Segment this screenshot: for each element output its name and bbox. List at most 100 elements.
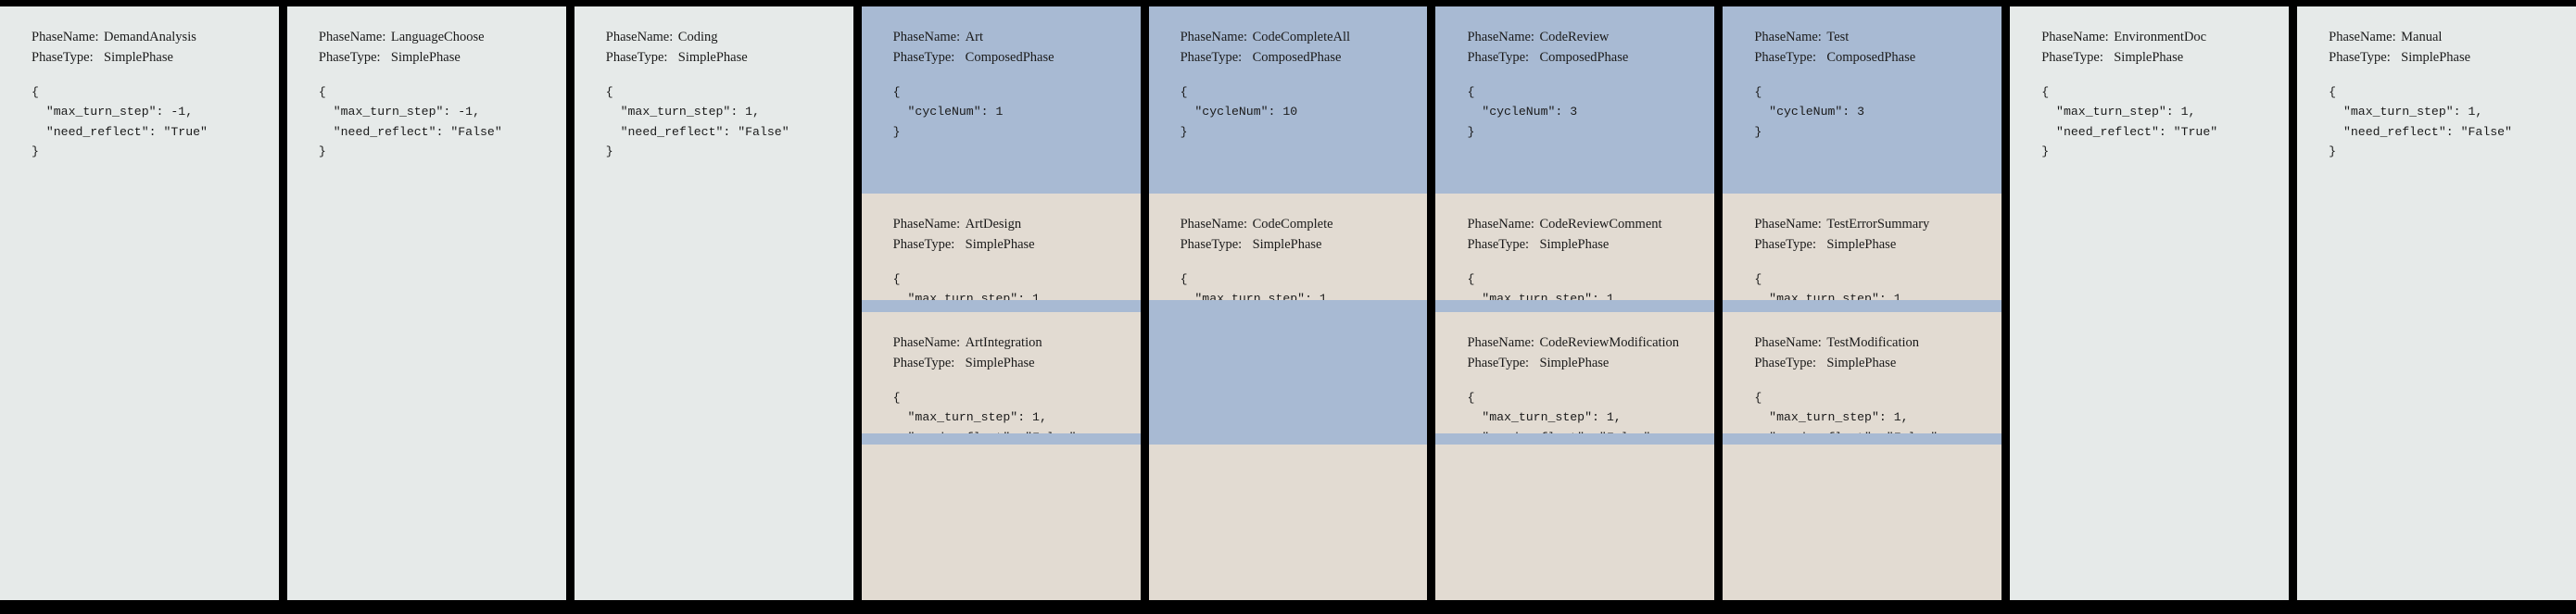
phase-type-row: PhaseType: ComposedPhase xyxy=(1754,47,2001,68)
phase-type-label: PhaseType: xyxy=(1754,50,1816,66)
phase-name-value: Test xyxy=(1826,30,1850,44)
phase-name-label: PhaseName: xyxy=(318,30,386,44)
phase-config-json: { "max_turn_step": 1, "need_reflect": "F… xyxy=(605,84,789,159)
phase-card xyxy=(1149,312,1428,332)
phase-config-json: { "max_turn_step": 1, "need_reflect": "F… xyxy=(1180,271,1334,300)
phase-config-json: { "max_turn_step": 1, "need_reflect": "F… xyxy=(1754,390,1938,433)
phase-type-value: ComposedPhase xyxy=(965,50,1054,66)
phase-type-value: SimplePhase xyxy=(390,50,461,66)
phase-name-row: PhaseName:Coding xyxy=(606,27,853,47)
phase-type-row: PhaseType:SimplePhase xyxy=(1467,234,1714,255)
phase-name-row: PhaseName:CodeReviewComment xyxy=(1467,214,1714,234)
phase-name-label: PhaseName: xyxy=(1467,335,1534,350)
phase-name-value: Manual xyxy=(2401,30,2443,44)
phase-name-row: PhaseName: Test xyxy=(1754,27,2001,47)
phase-name-value: Coding xyxy=(677,30,718,44)
phase-config-json: { "max_turn_step": 1, "need_reflect": "F… xyxy=(1467,271,1622,300)
phase-type-row: PhaseType: SimplePhase xyxy=(1754,353,2001,373)
phase-name-value: LanguageChoose xyxy=(390,30,485,44)
phase-type-row: PhaseType:SimplePhase xyxy=(2041,47,2289,68)
phase-type-value: SimplePhase xyxy=(1539,356,1610,371)
phase-name-value: TestErrorSummary xyxy=(1826,217,1930,232)
phase-config-json: { "cycleNum": 3 } xyxy=(1754,84,1865,139)
cycle-separator-strip xyxy=(1148,433,1428,445)
phase-type-row: PhaseType:SimplePhase xyxy=(893,353,1141,373)
phase-name-value: EnvironmentDoc xyxy=(2114,30,2207,44)
phase-name-row: PhaseName:EnvironmentDoc xyxy=(2041,27,2289,47)
sub-phase-continuation xyxy=(1723,445,2002,600)
phase-type-label: PhaseType: xyxy=(32,50,94,66)
cycle-separator-strip xyxy=(1148,300,1428,312)
phase-name-label: PhaseName: xyxy=(32,30,99,44)
phase-name-row: PhaseName:TestModification xyxy=(1754,332,2001,353)
phase-type-label: PhaseType: xyxy=(1754,356,1816,371)
phase-name-row: PhaseName: TestErrorSummary xyxy=(1754,214,2001,234)
sub-phase-continuation xyxy=(1148,445,1428,600)
phase-type-value: SimplePhase xyxy=(2401,50,2471,66)
phase-type-value: SimplePhase xyxy=(965,237,1035,253)
phase-type-value: SimplePhase xyxy=(1826,356,1897,371)
composed-phase-gap xyxy=(1148,312,1428,433)
phase-type-label: PhaseType: xyxy=(892,237,955,253)
phase-config-json: { "max_turn_step": 1, "need_reflect": "F… xyxy=(1754,271,1909,300)
cycle-separator-strip xyxy=(861,300,1141,312)
phase-config-json: { "cycleNum": 3 } xyxy=(1467,84,1578,139)
bottom-divider xyxy=(0,600,2576,614)
phase-type-row: PhaseType:ComposedPhase xyxy=(893,47,1141,68)
phase-config-json: { "max_turn_step": 1, "need_reflect": "T… xyxy=(2041,84,2218,159)
phase-type-value: ComposedPhase xyxy=(1826,50,1916,66)
phase-type-row: PhaseType:SimplePhase xyxy=(32,47,279,68)
phase-name-label: PhaseName: xyxy=(1180,30,1248,44)
phase-name-value: CodeReview xyxy=(1539,30,1610,44)
phase-name-label: PhaseName: xyxy=(1754,30,1822,44)
phase-type-label: PhaseType: xyxy=(1180,237,1243,253)
phase-name-value: ArtIntegration xyxy=(965,335,1042,350)
phase-type-row: PhaseType:ComposedPhase xyxy=(1181,47,1428,68)
cycle-separator-strip xyxy=(1723,433,2002,445)
phase-config-json: { "max_turn_step": 1, "need_reflect": "F… xyxy=(892,271,1047,300)
phase-name-label: PhaseName: xyxy=(1754,217,1822,232)
phase-name-row: PhaseName:CodeComplete xyxy=(1181,214,1428,234)
phase-type-label: PhaseType: xyxy=(1467,356,1530,371)
phase-name-label: PhaseName: xyxy=(1754,335,1822,350)
phase-type-row: PhaseType:ComposedPhase xyxy=(1467,47,1714,68)
phase-type-label: PhaseType: xyxy=(2041,50,2103,66)
phase-config-json: { "max_turn_step": -1, "need_reflect": "… xyxy=(32,84,208,159)
